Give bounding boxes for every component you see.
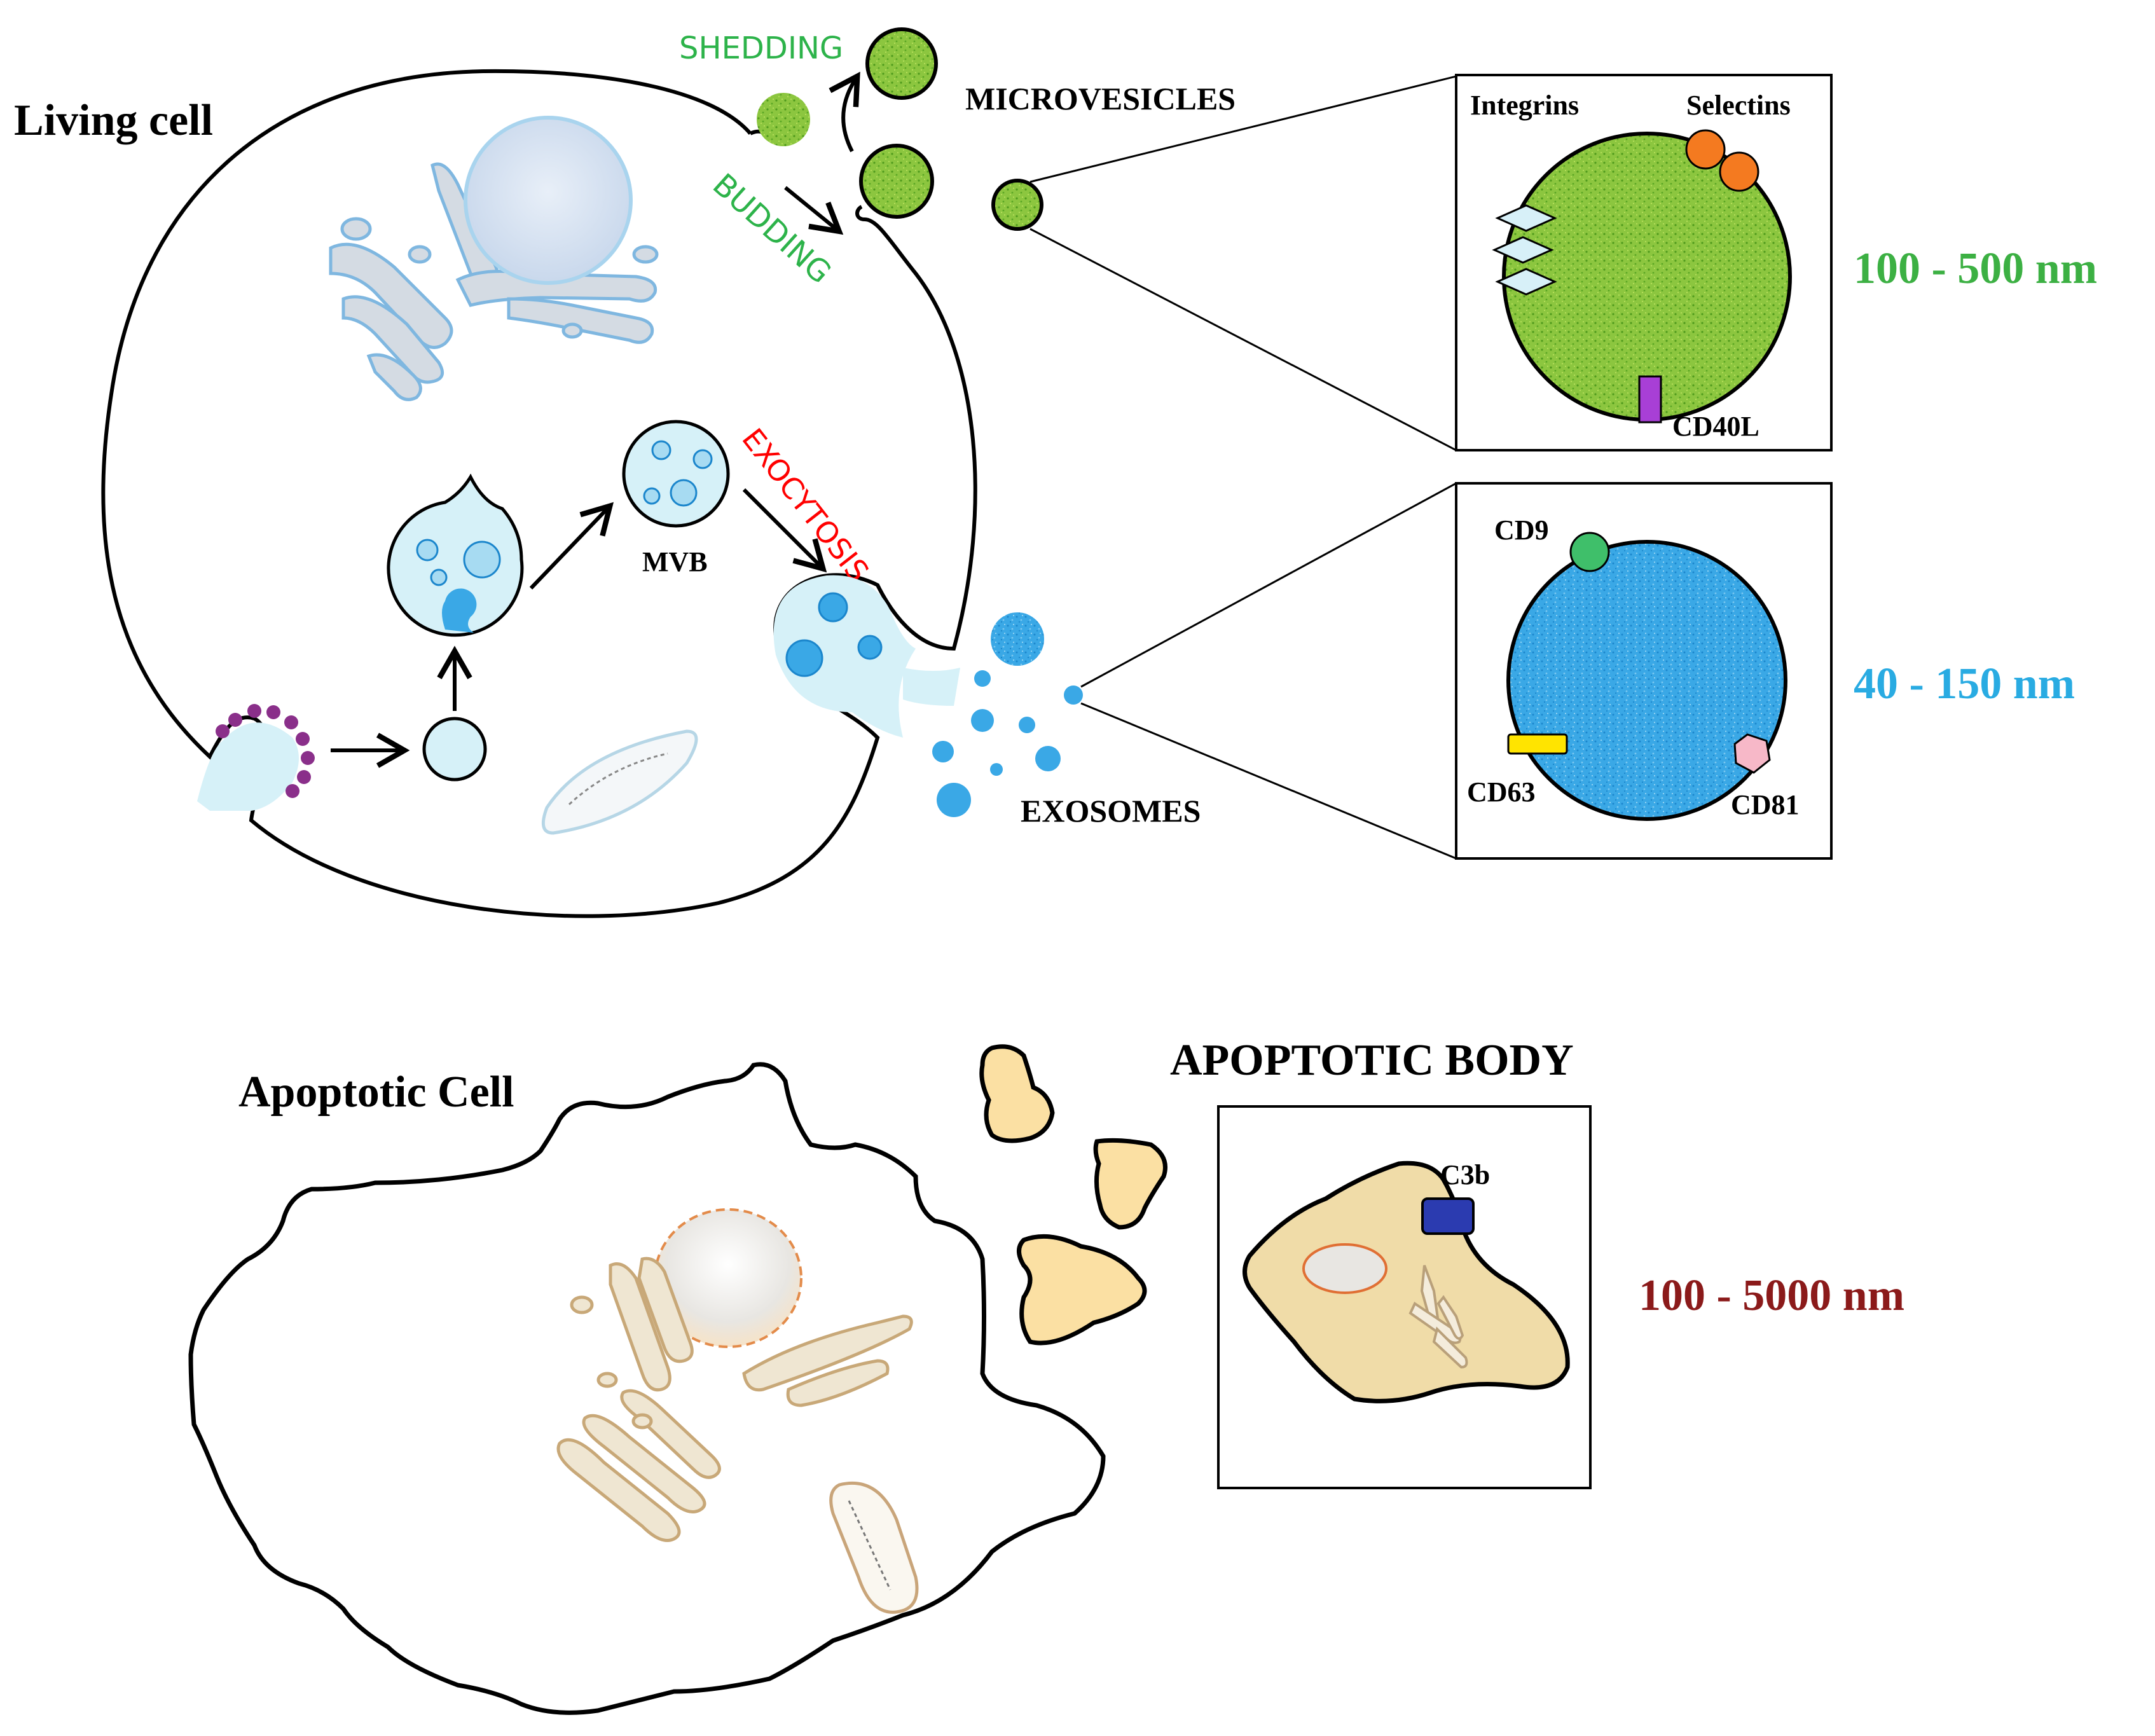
- nucleus-icon: [654, 1208, 802, 1348]
- selectin-marker: [1719, 151, 1759, 192]
- cd40l-label: CD40L: [1672, 411, 1759, 442]
- nucleus-icon: [464, 116, 633, 285]
- exocytosis-label: EXOCYTOSIS: [735, 422, 876, 588]
- cd9-marker: [1569, 532, 1610, 572]
- cd63-label: CD63: [1467, 776, 1536, 808]
- exosomes-label: EXOSOMES: [1021, 793, 1201, 829]
- endosome-icon: [387, 473, 524, 637]
- exosome-size-label: 40 - 150 nm: [1854, 659, 2075, 708]
- exosome-particle: [971, 709, 994, 732]
- early-endosome-icon: [422, 717, 487, 782]
- living-cell-membrane: [101, 69, 977, 918]
- microvesicle-detail-panel: Integrins Selectins CD40L: [1455, 74, 1833, 451]
- microvesicle-size-label: 100 - 500 nm: [1854, 244, 2097, 293]
- exosome-particle: [937, 783, 971, 817]
- apoptotic-body-label: APOPTOTIC BODY: [1170, 1036, 1574, 1085]
- coated-pit-icon: [197, 704, 315, 811]
- budding-microvesicle: [859, 144, 934, 219]
- exosome-particle: [990, 763, 1003, 776]
- budding-arrow: [784, 186, 844, 235]
- cd81-label: CD81: [1731, 789, 1800, 820]
- mvb-label: MVB: [642, 546, 708, 577]
- mitochondrion-icon: [541, 729, 698, 835]
- shedding-arrow: [829, 71, 860, 153]
- budding-vesicle: [757, 93, 810, 146]
- exosome-particle: [1035, 746, 1061, 771]
- exosome-particle: [1019, 717, 1035, 733]
- mvb-icon: [622, 420, 730, 528]
- integrin-markers: [1492, 204, 1557, 296]
- microvesicles-label: MICROVESICLES: [965, 81, 1236, 116]
- budding-label: BUDDING: [706, 167, 838, 291]
- exosome-particle-selected: [1064, 685, 1083, 705]
- cd9-label: CD9: [1494, 514, 1549, 546]
- apoptotic-body-detail: [1243, 1161, 1570, 1403]
- cd81-marker: [1733, 733, 1771, 774]
- fusing-mvb-icon: [773, 575, 960, 738]
- microvesicle-selected: [991, 179, 1043, 231]
- cd40l-marker: [1638, 375, 1662, 424]
- apoptotic-body-detail-panel: C3b: [1217, 1105, 1592, 1489]
- selectin-marker: [1685, 129, 1726, 170]
- exosome-detail: [1506, 540, 1787, 821]
- shedding-label: SHEDDING: [679, 31, 843, 66]
- budding-microvesicles: [757, 27, 1043, 231]
- microvesicle-zoom-line: [1029, 228, 1457, 451]
- mvb-formation-arrow: [529, 502, 614, 590]
- microvesicle-zoom-line: [1029, 75, 1457, 183]
- released-exosomes: [932, 612, 1083, 817]
- selectins-label: Selectins: [1686, 90, 1791, 121]
- cd63-marker: [1507, 733, 1568, 755]
- apoptotic-cell-title: Apoptotic Cell: [238, 1068, 514, 1117]
- apoptotic-fragment: [1093, 1138, 1167, 1230]
- exosome-zoom-line: [1080, 482, 1457, 688]
- shed-microvesicle: [865, 27, 938, 100]
- c3b-marker: [1421, 1197, 1475, 1235]
- exocytosis-arrow: [742, 488, 827, 573]
- nucleus-icon: [1302, 1243, 1387, 1294]
- exosome-particle: [974, 670, 991, 687]
- apoptotic-fragment: [1017, 1234, 1147, 1346]
- apoptotic-fragment: [979, 1044, 1055, 1143]
- apoptotic-fragments: [979, 1044, 1167, 1346]
- living-cell-title: Living cell: [14, 96, 213, 145]
- c3b-label: C3b: [1440, 1159, 1490, 1190]
- exosome-particle: [932, 741, 954, 762]
- exosome-particle: [991, 612, 1044, 666]
- golgi-icon: [329, 162, 659, 401]
- mitochondrion-icon: [829, 1481, 919, 1614]
- apoptotic-body-size-label: 100 - 5000 nm: [1639, 1271, 1904, 1320]
- golgi-icon: [1408, 1265, 1468, 1369]
- golgi-icon: [556, 1257, 913, 1542]
- exosome-zoom-line: [1080, 702, 1457, 860]
- apoptotic-cell-membrane: [188, 1062, 1106, 1715]
- integrins-label: Integrins: [1470, 90, 1579, 121]
- exosome-detail-panel: CD9 CD63 CD81: [1455, 482, 1833, 860]
